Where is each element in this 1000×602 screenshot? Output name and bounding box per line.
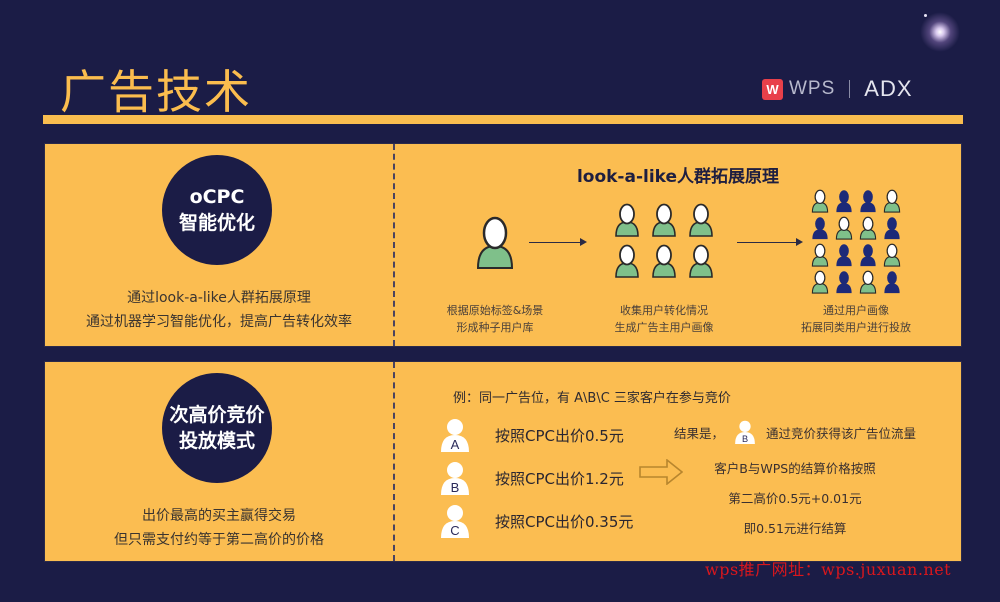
caption-line: 形成种子用户库 [456,321,534,334]
ocpc-circle-badge: oCPC 智能优化 [162,155,272,265]
circle-line1: oCPC [189,186,245,208]
desc-line1: 出价最高的买主赢得交易 [142,508,296,524]
arrow-2 [737,242,797,243]
result-line2: 客户B与WPS的结算价格按照 [714,461,876,476]
step-caption-2: 收集用户转化情况 生成广告主用户画像 [584,302,744,336]
user-navy-icon [812,217,828,240]
result-line1: 结果是， B 通过竞价获得该广告位流量 [645,420,945,444]
winner-b-icon: B [735,420,755,444]
caption-line: 根据原始标签&场景 [446,304,544,317]
bidder-b: B 按照CPC出价1.2元 [440,461,624,495]
arrow-1-head [580,238,587,246]
dashed-divider [393,362,395,561]
circle-line2: 投放模式 [178,430,255,452]
arrow-1 [529,242,581,243]
customer-c-icon: C [441,505,469,538]
user-navy-icon [836,271,852,294]
result-line4: 即0.51元进行结算 [743,521,847,536]
user-navy-icon [860,190,876,213]
step-caption-1: 根据原始标签&场景 形成种子用户库 [415,302,575,336]
dashed-divider [393,144,395,346]
user-icon [652,203,676,237]
user-icon [689,244,713,278]
user-icon [615,203,639,237]
example-title: 例：同一广告位，有 A\B\C 三家客户在参与竞价 [453,391,731,406]
user-icon [811,189,829,213]
arrow-2-head [796,238,803,246]
svg-text:B: B [451,480,460,495]
user-navy-icon [836,244,852,267]
desc-line2: 通过机器学习智能优化，提高广告转化效率 [86,314,352,330]
user-icon [811,243,829,267]
user-icon [835,216,853,240]
ocpc-description: 通过look-a-like人群拓展原理 通过机器学习智能优化，提高广告转化效率 [45,286,393,334]
user-icon [652,244,676,278]
watermark-url: wps推广网址：wps.juxuan.net [705,560,952,579]
result-prefix: 结果是， [673,425,724,441]
circle-line1: 次高价竞价 [169,404,265,426]
wps-logo-icon: W [762,78,783,100]
hollow-arrow-right-icon [639,459,683,485]
desc-line2: 但只需支付约等于第二高价的价格 [114,532,324,548]
bidding-circle-badge: 次高价竞价 投放模式 [162,373,272,483]
user-navy-icon [884,217,900,240]
svg-text:A: A [451,437,460,452]
wps-adx-logo: W WPS ADX [762,74,913,104]
customer-b-icon: B [441,462,469,495]
user-icon [883,243,901,267]
user-navy-icon [836,190,852,213]
logo-brand: WPS [789,78,836,99]
bid-text: 按照CPC出价1.2元 [495,469,624,488]
result-line3: 第二高价0.5元+0.01元 [728,491,862,506]
logo-product: ADX [864,76,913,101]
caption-line: 拓展同类用户进行投放 [801,321,911,334]
bidder-c: C 按照CPC出价0.35元 [440,504,633,538]
desc-line1: 通过look-a-like人群拓展原理 [127,290,311,306]
step-caption-3: 通过用户画像 拓展同类用户进行投放 [776,302,936,336]
svg-text:B: B [742,434,748,444]
user-icon [883,189,901,213]
ocpc-panel: oCPC 智能优化 通过look-a-like人群拓展原理 通过机器学习智能优化… [44,143,962,347]
bidding-panel: 次高价竞价 投放模式 出价最高的买主赢得交易 但只需支付约等于第二高价的价格 例… [44,361,962,562]
svg-text:C: C [450,523,459,538]
user-icon [689,203,713,237]
user-icon [859,216,877,240]
user-icon [811,270,829,294]
bidding-description: 出价最高的买主赢得交易 但只需支付约等于第二高价的价格 [45,504,393,552]
sparkle-dot [924,14,927,17]
user-navy-icon [884,271,900,294]
sparkle-decoration [920,12,960,52]
bid-text: 按照CPC出价0.5元 [495,426,624,445]
bidder-a: A 按照CPC出价0.5元 [440,418,624,452]
logo-separator [849,80,851,98]
customer-a-icon: A [441,419,469,452]
lookalike-title: look-a-like人群拓展原理 [576,167,780,187]
result-suffix: 通过竞价获得该广告位流量 [766,425,917,441]
seed-user-icon [476,216,514,269]
caption-line: 通过用户画像 [823,304,889,317]
caption-line: 收集用户转化情况 [620,304,708,317]
bid-text: 按照CPC出价0.35元 [495,512,634,531]
caption-line: 生成广告主用户画像 [614,321,714,334]
user-icon [615,244,639,278]
page-title: 广告技术 [60,65,252,119]
title-underline [43,115,963,124]
circle-line2: 智能优化 [178,212,255,234]
user-icon [859,270,877,294]
user-navy-icon [860,244,876,267]
